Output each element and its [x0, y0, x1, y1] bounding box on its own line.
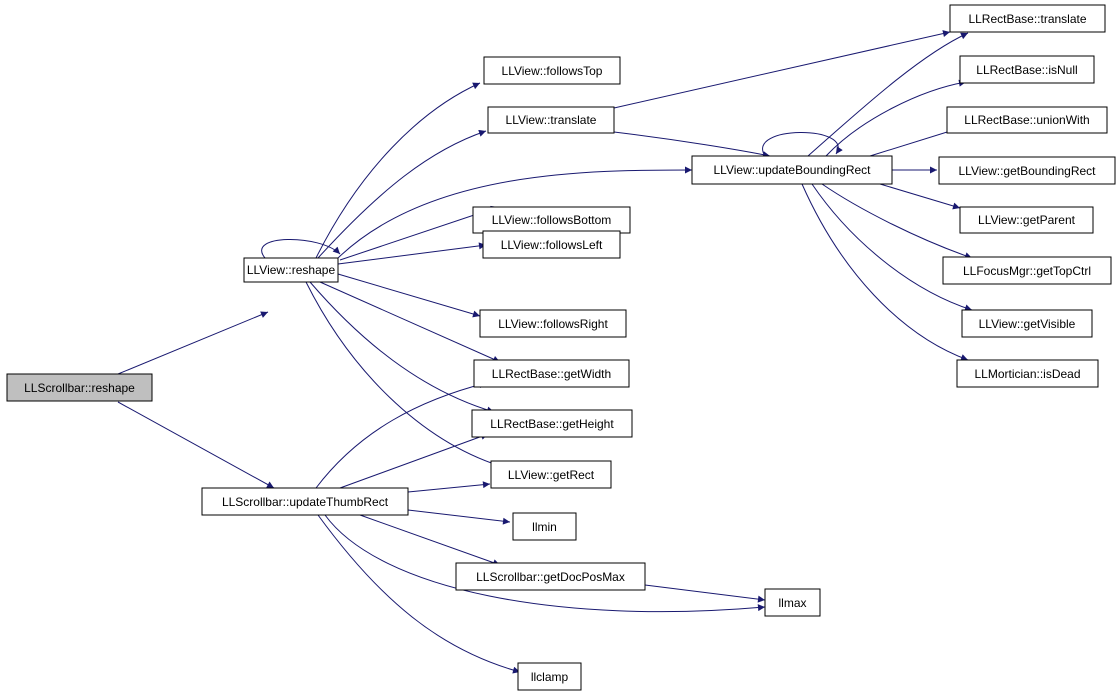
node-llscrollbar-getdocposmax[interactable]: LLScrollbar::getDocPosMax [455, 562, 646, 591]
node-label: llmax [778, 596, 806, 610]
edge-update-thumb-rect-to-get-width [315, 381, 487, 489]
node-llmin[interactable]: llmin [512, 512, 577, 541]
node-label: LLView::getVisible [979, 317, 1076, 331]
node-label: LLRectBase::getHeight [490, 417, 614, 431]
node-llview-followsbottom[interactable]: LLView::followsBottom [472, 206, 631, 234]
edge-translate-to-rect-base-translate [613, 30, 951, 109]
edge-view-reshape-to-follows-right [337, 273, 481, 318]
edge-view-reshape-to-follows-left [337, 242, 487, 265]
node-label: LLScrollbar::getDocPosMax [476, 570, 625, 584]
node-llview-getboundingrect[interactable]: LLView::getBoundingRect [938, 156, 1116, 185]
edge-update-bounding-rect-to-is-null [825, 79, 967, 157]
node-llclamp[interactable]: llclamp [517, 662, 582, 691]
edge-update-bounding-rect-to-rect-base-translate [807, 32, 969, 157]
node-label: LLScrollbar::reshape [24, 381, 135, 395]
edge-view-reshape-to-get-rect [305, 281, 501, 468]
node-label: LLRectBase::getWidth [492, 367, 611, 381]
node-label: LLView::updateBoundingRect [713, 163, 871, 177]
node-label: LLRectBase::translate [968, 12, 1086, 26]
edge-update-thumb-rect-to-llmin [407, 509, 511, 525]
edge-update-bounding-rect-to-get-visible [811, 183, 973, 312]
edge-update-thumb-rect-to-get-rect [407, 481, 491, 493]
node-llview-getrect[interactable]: LLView::getRect [490, 460, 612, 489]
edge-view-reshape-self-loop [261, 239, 341, 259]
node-llmortician-isdead[interactable]: LLMortician::isDead [956, 359, 1099, 388]
node-label: LLView::getBoundingRect [959, 164, 1097, 178]
edge-update-bounding-rect-self-loop [762, 132, 843, 157]
edge-update-thumb-rect-to-get-height [339, 433, 489, 489]
edge-scrollbar-reshape-to-view-reshape [117, 311, 269, 375]
edge-view-reshape-to-follows-top [315, 82, 481, 259]
node-label: LLView::getParent [978, 213, 1076, 227]
node-label: llclamp [531, 670, 569, 684]
node-label: LLScrollbar::updateThumbRect [222, 495, 389, 509]
node-llscrollbar-updatethumbrect[interactable]: LLScrollbar::updateThumbRect [201, 487, 409, 516]
node-label: LLRectBase::unionWith [964, 113, 1089, 127]
node-label: LLView::getRect [508, 468, 595, 482]
node-llview-followsleft[interactable]: LLView::followsLeft [482, 230, 621, 259]
node-layer: LLScrollbar::reshape LLView::reshape LLS… [6, 4, 1116, 691]
node-llview-followstop[interactable]: LLView::followsTop [483, 56, 621, 85]
node-llfocusmgr-gettopctrl[interactable]: LLFocusMgr::getTopCtrl [942, 256, 1112, 285]
node-label: LLMortician::isDead [974, 367, 1080, 381]
edge-update-thumb-rect-to-get-doc-pos-max [359, 514, 501, 566]
node-llrectbase-getwidth[interactable]: LLRectBase::getWidth [473, 359, 630, 388]
node-label: LLView::translate [506, 113, 597, 127]
edge-layer [117, 30, 973, 674]
edge-view-reshape-to-update-bounding-rect [337, 166, 693, 259]
edge-view-reshape-to-follows-bottom [339, 205, 499, 261]
node-label: LLView::followsRight [498, 317, 608, 331]
node-label: LLView::followsTop [502, 64, 603, 78]
node-llview-getparent[interactable]: LLView::getParent [959, 206, 1094, 234]
edge-update-bounding-rect-to-get-top-ctrl [821, 183, 973, 260]
node-llrectbase-unionwith[interactable]: LLRectBase::unionWith [946, 106, 1108, 134]
edge-view-reshape-to-get-width [319, 281, 501, 363]
node-llview-reshape[interactable]: LLView::reshape [243, 257, 339, 283]
node-llrectbase-isnull[interactable]: LLRectBase::isNull [959, 55, 1095, 84]
edge-update-bounding-rect-to-get-parent [879, 183, 961, 210]
node-label: LLView::followsLeft [501, 238, 603, 252]
edge-view-reshape-to-get-height [309, 281, 495, 414]
node-llrectbase-translate[interactable]: LLRectBase::translate [949, 4, 1106, 33]
node-label: LLView::followsBottom [492, 213, 612, 227]
node-llview-getvisible[interactable]: LLView::getVisible [961, 309, 1093, 338]
edge-translate-to-update-bounding-rect [613, 131, 771, 159]
edge-update-bounding-rect-to-is-dead [801, 183, 969, 361]
node-llview-followsright[interactable]: LLView::followsRight [479, 309, 627, 338]
edge-update-thumb-rect-to-llclamp [317, 514, 521, 674]
edge-scrollbar-reshape-to-update-thumb-rect [117, 401, 275, 489]
node-label: LLRectBase::isNull [976, 63, 1077, 77]
node-llview-translate[interactable]: LLView::translate [487, 106, 615, 134]
node-label: llmin [532, 520, 557, 534]
edge-get-doc-pos-max-to-llmax [644, 584, 766, 603]
node-llscrollbar-reshape[interactable]: LLScrollbar::reshape [6, 373, 153, 402]
node-llmax[interactable]: llmax [764, 588, 821, 617]
edge-update-bounding-rect-to-union-with [869, 126, 961, 157]
node-llrectbase-getheight[interactable]: LLRectBase::getHeight [471, 409, 633, 438]
edge-update-thumb-rect-to-llmax [324, 514, 766, 613]
node-label: LLView::reshape [247, 263, 336, 277]
node-llview-updateboundingrect[interactable]: LLView::updateBoundingRect [691, 155, 893, 185]
node-label: LLFocusMgr::getTopCtrl [963, 264, 1091, 278]
edge-view-reshape-to-translate [317, 129, 487, 259]
